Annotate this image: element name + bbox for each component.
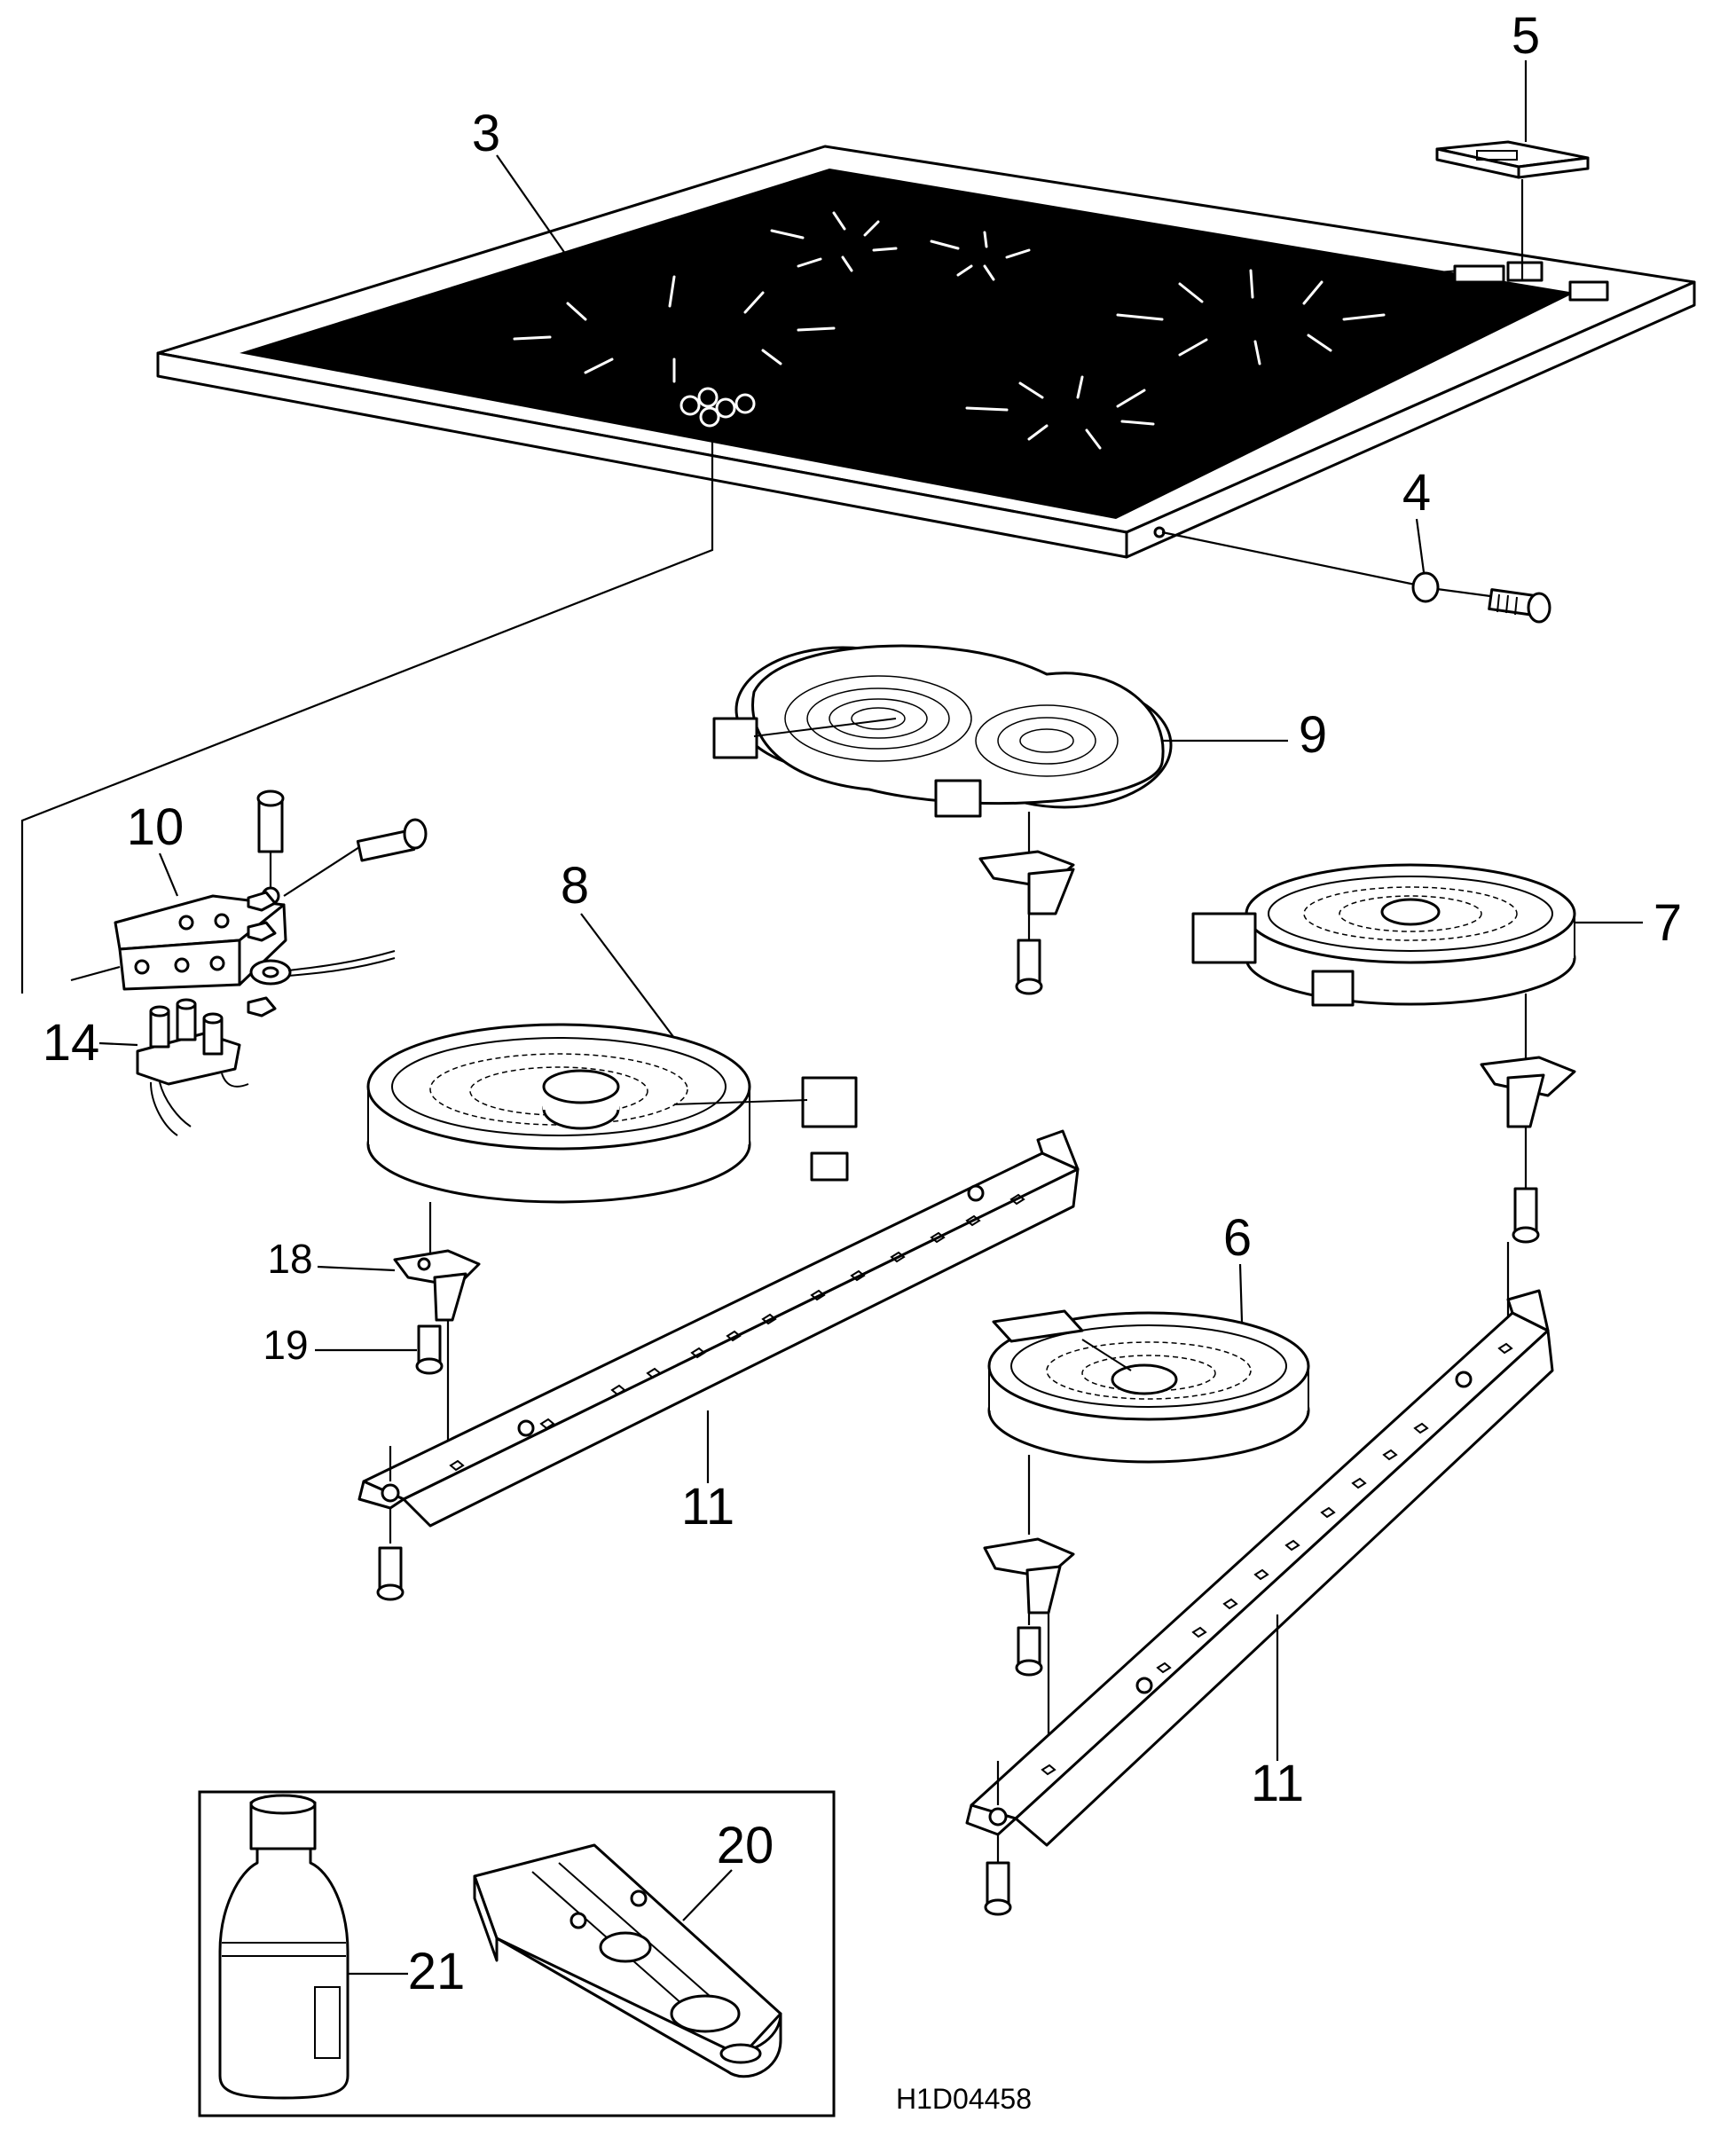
terminal-block (136, 998, 249, 1136)
burner-oval (712, 644, 1173, 818)
burner-large (366, 1023, 858, 1204)
callout-3: 3 (472, 105, 500, 162)
burner-marks-rear-left (770, 211, 1031, 281)
callout-18: 18 (267, 1236, 312, 1282)
callout-11-right: 11 (1251, 1755, 1304, 1812)
callout-20: 20 (717, 1817, 774, 1874)
callout-10: 10 (127, 798, 185, 856)
burner-marks-rear-right (1116, 269, 1386, 365)
control-module (1435, 140, 1590, 279)
clip-medium (1480, 994, 1576, 1244)
rail-right (965, 1289, 1554, 1916)
callout-5: 5 (1512, 7, 1540, 65)
callout-21: 21 (408, 1943, 466, 2000)
accessories-box (198, 1790, 836, 2117)
rail-left (357, 1129, 1080, 1601)
callout-7: 7 (1654, 894, 1682, 952)
burner-small (987, 1309, 1310, 1464)
connector-leader (20, 438, 714, 994)
callout-8: 8 (561, 857, 589, 915)
callout-4: 4 (1402, 464, 1431, 522)
ceramic-hob (156, 145, 1696, 559)
drawing-code: H1D04458 (896, 2083, 1032, 2115)
clip-18 (393, 1202, 481, 1322)
terminal-bracket (114, 790, 428, 1017)
cleaner-bottle (218, 1794, 350, 2100)
callout-19: 19 (263, 1322, 308, 1368)
callout-6: 6 (1223, 1209, 1252, 1267)
clip-oval (978, 812, 1075, 995)
burner-medium (1191, 863, 1576, 1007)
screw-4 (1161, 530, 1551, 624)
clip-small (983, 1455, 1075, 1761)
callout-11-left: 11 (681, 1478, 734, 1536)
callout-9: 9 (1299, 706, 1327, 764)
callout-14: 14 (43, 1014, 100, 1072)
burner-marks-front-left (513, 275, 836, 383)
scraper (473, 1843, 782, 2078)
burner-marks-front-right (965, 375, 1155, 450)
